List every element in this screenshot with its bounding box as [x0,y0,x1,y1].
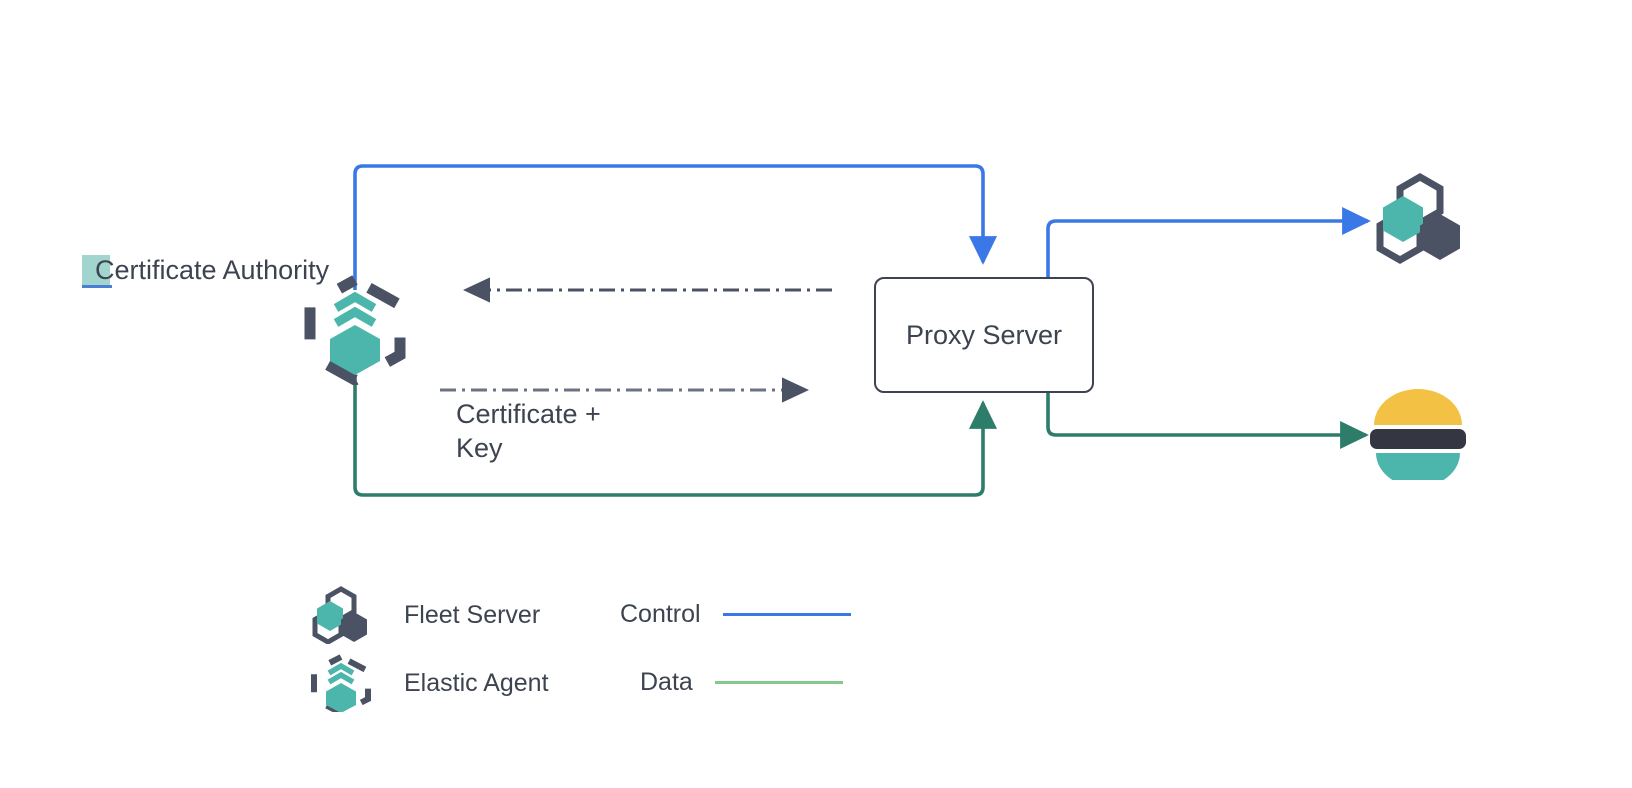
edge-control-agent-to-proxy [353,164,998,290]
proxy-server-label: Proxy Server [905,319,1063,350]
legend-label-fleet-server: Fleet Server [404,600,541,629]
elasticsearch-icon [1368,385,1468,487]
legend-item-fleet-server: Fleet Server [308,586,541,645]
proxy-server-node[interactable]: Proxy Server [874,277,1094,393]
fleet-server-icon [1370,172,1470,267]
certificate-key-edge-label: Certificate + Key [456,399,601,463]
legend: Fleet Server Elastic Agent Control Data [300,580,900,720]
fleet-server-icon [308,586,374,645]
legend-item-control: Control [620,600,851,629]
elastic-agent-icon [308,653,374,717]
legend-label-elastic-agent: Elastic Agent [404,668,549,697]
legend-label-data: Data [640,668,693,696]
edge-data-proxy-to-elasticsearch [1046,389,1369,450]
legend-swatch-data [714,681,843,684]
legend-swatch-control [722,613,851,616]
edge-data-agent-to-proxy [353,375,998,497]
certificate-authority-label: Certificate Authority [95,255,330,285]
elastic-agent-icon [300,273,410,387]
legend-label-control: Control [620,600,701,628]
text-selection-highlight [82,255,110,287]
legend-item-data: Data [640,668,843,697]
legend-item-elastic-agent: Elastic Agent [308,653,549,717]
text-caret-underline [82,285,112,288]
edge-control-proxy-to-fleet [1046,206,1371,277]
